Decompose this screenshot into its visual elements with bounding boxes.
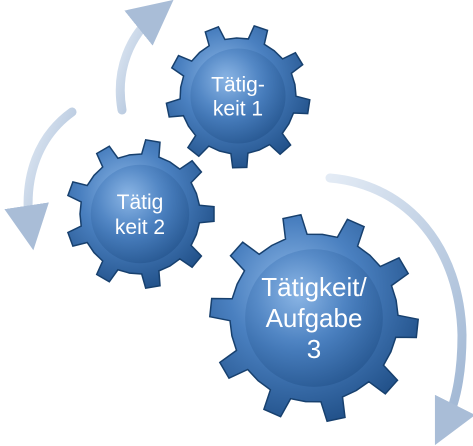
gear-3-hub (245, 249, 383, 387)
gear-3-label-line-2: Aufgabe (266, 303, 363, 333)
gear-1-hub (190, 48, 286, 144)
gear-2: Tätigkeit 2 (66, 138, 215, 290)
gear-3-label-line-3: 3 (307, 334, 321, 364)
arrow-gear2-to-gear1 (115, 0, 174, 115)
arrow-gear3-loop (325, 173, 473, 446)
gear-3-label-line-1: Tätigkeit/ (261, 272, 367, 302)
cycle-arrows (4, 0, 473, 446)
arrow-gear1-to-gear2 (4, 107, 77, 251)
gear-1-label-line-1: Tätig- (211, 73, 265, 96)
gear-2-hub (90, 164, 190, 264)
gear-1: Tätig-keit 1 (165, 24, 311, 169)
gear-2-label-line-2: keit 2 (115, 216, 165, 239)
gear-2-label-line-1: Tätig (117, 191, 164, 214)
gear-1-label-line-2: keit 1 (213, 97, 263, 120)
